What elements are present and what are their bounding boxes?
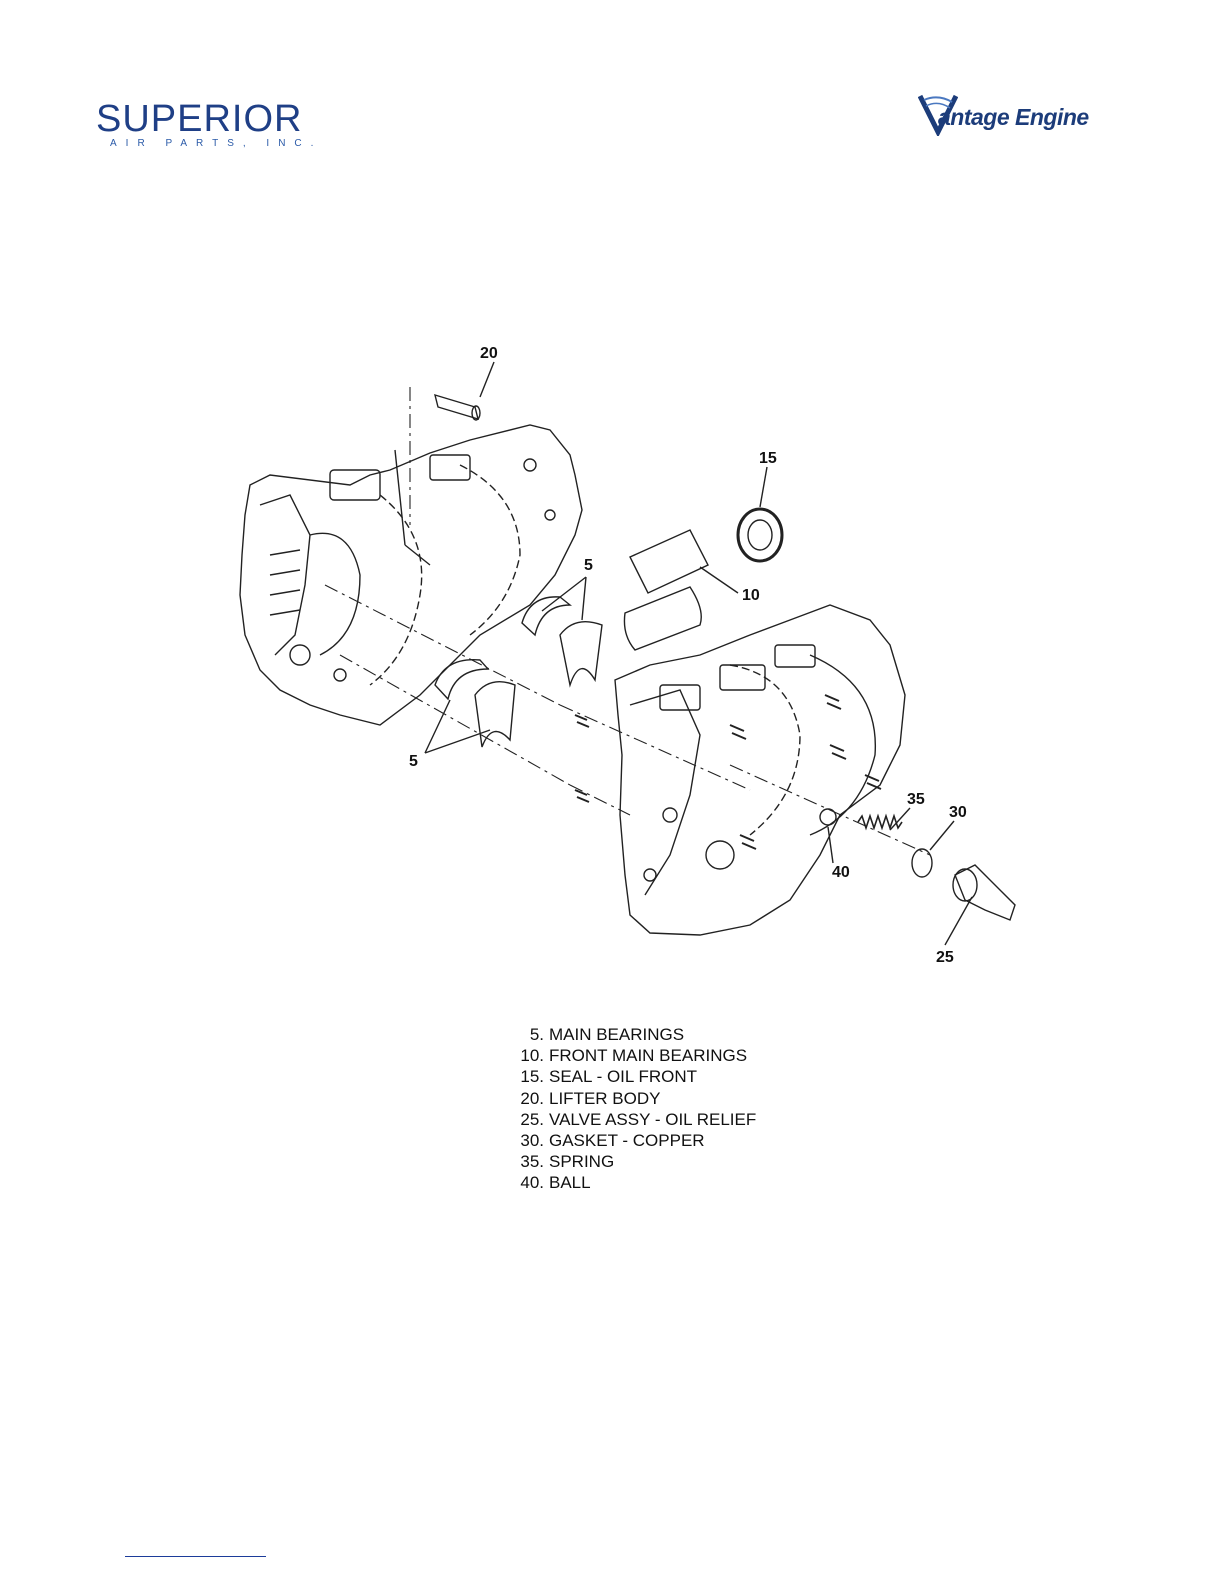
- superior-logo: SUPERIOR AIR PARTS, INC.: [96, 98, 326, 156]
- right-crankcase-outline: [615, 605, 905, 935]
- callout-30: 30: [949, 804, 967, 822]
- legend-item: 5.MAIN BEARINGS: [508, 1024, 828, 1045]
- ball-part: [820, 809, 836, 825]
- callout-35: 35: [907, 791, 925, 809]
- legend-item: 20.LIFTER BODY: [508, 1088, 828, 1109]
- oil-front-seal-part: [738, 509, 782, 561]
- legend-item: 10.FRONT MAIN BEARINGS: [508, 1045, 828, 1066]
- callout-40: 40: [832, 864, 850, 882]
- front-main-bearing-lower: [624, 587, 701, 650]
- main-bearing-upper-b: [560, 622, 602, 685]
- superior-logo-subtitle: AIR PARTS, INC.: [110, 138, 322, 149]
- legend-item: 25.VALVE ASSY - OIL RELIEF: [508, 1109, 828, 1130]
- front-main-bearing-upper: [630, 530, 708, 593]
- callout-10: 10: [742, 587, 760, 605]
- vantage-engine-logo-text: antage Engine: [938, 104, 1089, 131]
- main-bearing-lower-b: [475, 682, 515, 747]
- parts-legend: 5.MAIN BEARINGS 10.FRONT MAIN BEARINGS 1…: [508, 1024, 828, 1194]
- legend-item: 15.SEAL - OIL FRONT: [508, 1066, 828, 1087]
- spring-part: [858, 816, 902, 828]
- callout-5-upper: 5: [584, 557, 593, 575]
- copper-gasket-part: [912, 849, 932, 877]
- superior-logo-name: SUPERIOR: [96, 98, 302, 140]
- left-crankcase-outline: [240, 425, 582, 725]
- legend-item: 30.GASKET - COPPER: [508, 1130, 828, 1151]
- legend-item: 40.BALL: [508, 1172, 828, 1193]
- vantage-engine-logo: antage Engine: [918, 92, 1138, 142]
- crankcase-drawing: [230, 335, 1050, 985]
- callout-15: 15: [759, 450, 777, 468]
- callout-25: 25: [936, 949, 954, 967]
- main-bearing-upper-a: [522, 597, 570, 635]
- footnote-divider: [125, 1556, 266, 1557]
- exploded-parts-diagram: 20 15 5 10 5 35 30 40 25: [230, 335, 1050, 985]
- callout-20: 20: [480, 345, 498, 363]
- main-bearing-lower-a: [435, 660, 488, 699]
- legend-item: 35.SPRING: [508, 1151, 828, 1172]
- callout-5-lower: 5: [409, 753, 418, 771]
